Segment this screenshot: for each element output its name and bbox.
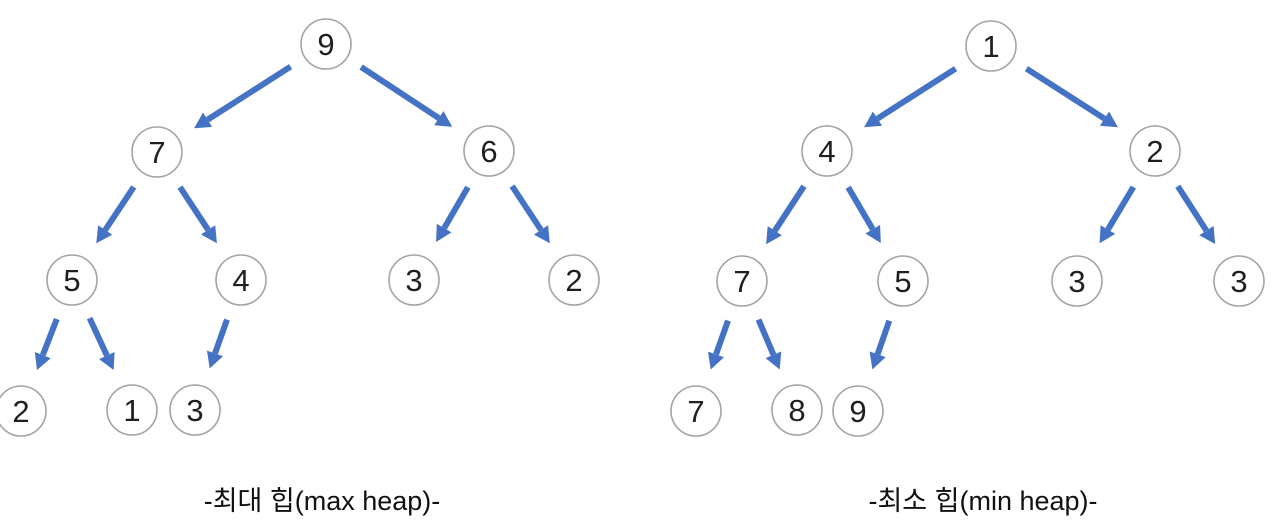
edge-arrowhead [96, 225, 113, 244]
edge-arrow-shaft [40, 318, 60, 357]
tree-node-circle [215, 254, 267, 306]
tree-node-circle [670, 385, 722, 437]
tree-node-circle [300, 18, 352, 70]
tree-node-value: 3 [1230, 264, 1247, 299]
tree-node-circle [106, 384, 158, 436]
edge-arrowhead [869, 351, 886, 370]
max-heap-caption: -최대 힙(max heap)- [203, 486, 441, 516]
edge-arrow-shaft [755, 318, 777, 356]
edge-arrowhead [201, 225, 217, 244]
tree-node-value: 5 [894, 264, 911, 299]
tree-node-value: 2 [12, 394, 29, 429]
tree-node-value: 7 [148, 135, 165, 170]
tree-node-circle [548, 254, 600, 306]
tree-node-value: 9 [317, 27, 334, 62]
tree-node-circle [965, 20, 1017, 72]
tree-node-circle [801, 125, 853, 177]
edge-arrowhead [436, 223, 452, 242]
tree-node-value: 8 [788, 393, 805, 428]
tree-node-value: 9 [849, 394, 866, 429]
edge-arrow-shaft [509, 184, 544, 232]
edge-arrow-shaft [875, 66, 958, 122]
edge-arrow-shaft [212, 318, 230, 355]
tree-node-value: 7 [733, 264, 750, 299]
edge-arrowhead [1099, 111, 1118, 128]
min-heap-caption: -최소 힙(min heap)- [868, 486, 1098, 516]
edge-arrowhead [1099, 225, 1116, 244]
edge-arrow-shaft [359, 64, 441, 121]
edge-arrow-shaft [772, 184, 807, 233]
edge-arrowhead [533, 225, 550, 244]
tree-node-value: 7 [687, 394, 704, 429]
tree-node-circle [1129, 125, 1181, 177]
edge-arrowhead [1199, 226, 1216, 244]
tree-node-circle [1213, 255, 1265, 307]
edge-arrow-shaft [1175, 184, 1209, 233]
edge-arrowhead [864, 111, 883, 128]
tree-node-circle [463, 125, 515, 177]
tree-node-circle [46, 254, 98, 306]
edge-arrowhead [34, 352, 51, 370]
tree-node-circle [388, 254, 440, 306]
tree-node-value: 3 [1068, 264, 1085, 299]
edge-arrowhead [865, 224, 881, 243]
edge-arrowhead [766, 226, 782, 245]
tree-node-value: 1 [123, 393, 140, 428]
tree-node-circle [131, 126, 183, 178]
edge-arrow-shaft [1105, 185, 1136, 232]
edge-arrow-shaft [845, 185, 876, 231]
tree-node-value: 2 [1146, 134, 1163, 169]
edge-arrowhead [434, 111, 453, 127]
edge-arrow-shaft [205, 64, 293, 123]
tree-node-value: 1 [982, 29, 999, 64]
edge-arrow-shaft [1024, 66, 1107, 122]
edge-arrow-shaft [874, 319, 893, 356]
edge-arrowhead [708, 351, 724, 370]
tree-node-circle [0, 385, 47, 437]
tree-node-value: 3 [405, 263, 422, 298]
tree-node-circle [877, 255, 929, 307]
edge-arrow-shaft [177, 185, 211, 232]
tree-node-value: 2 [565, 263, 582, 298]
edge-arrow-shaft [86, 316, 110, 357]
tree-node-circle [716, 255, 768, 307]
tree-node-value: 5 [63, 263, 80, 298]
tree-node-circle [771, 384, 823, 436]
edge-arrowhead [765, 351, 782, 370]
edge-arrowhead [207, 350, 223, 369]
tree-node-value: 4 [818, 134, 835, 169]
tree-node-value: 4 [232, 263, 249, 298]
tree-node-circle [832, 385, 884, 437]
tree-node-circle [1051, 255, 1103, 307]
edge-arrow-shaft [713, 319, 731, 356]
edge-arrowhead [99, 352, 115, 370]
tree-node-circle [169, 384, 221, 436]
edge-arrowhead [194, 112, 213, 129]
tree-node-value: 6 [480, 134, 497, 169]
edge-arrow-shaft [102, 185, 137, 232]
edge-arrow-shaft [441, 185, 471, 230]
tree-node-value: 3 [186, 393, 203, 428]
